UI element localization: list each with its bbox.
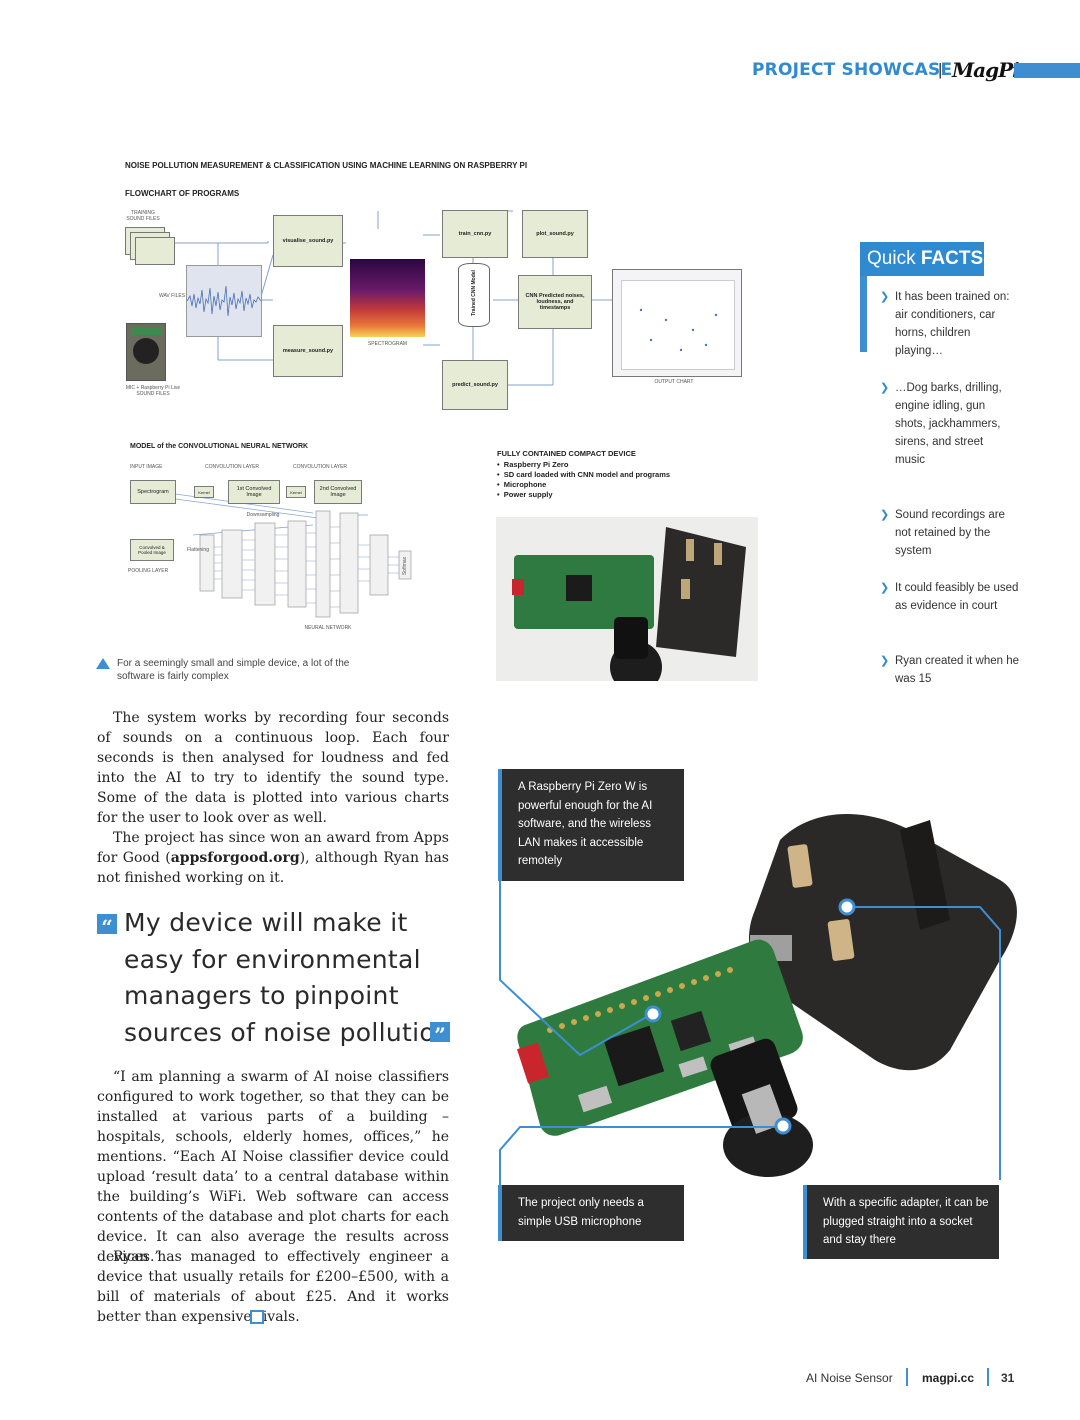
cnn-heading: MODEL of the CONVOLUTIONAL NEURAL NETWOR… [130, 443, 309, 450]
quick-facts-rule [860, 242, 867, 352]
body-paragraph: The project has since won an award from … [97, 830, 449, 886]
page-footer: AI Noise Sensor magpi.cc 31 [0, 1368, 1080, 1388]
chevron-right-icon: ❯ [880, 582, 890, 594]
waveform-image [186, 265, 262, 337]
conv-image-1-box: 1st Convolved Image [228, 480, 280, 504]
body-paragraph: Ryan has managed to effectively engineer… [97, 1249, 449, 1325]
trained-model-cylinder: Trained CNN Model [458, 263, 490, 327]
predict-sound-box: predict_sound.py [442, 360, 508, 410]
chevron-right-icon: ❯ [880, 382, 890, 394]
kernel-box-1: Kernel [194, 486, 214, 498]
spectrogram-image [350, 259, 425, 337]
softmax-label: Softmax [402, 556, 408, 576]
footer-title: AI Noise Sensor [806, 1371, 893, 1385]
device-photo-large [499, 813, 1017, 1200]
device-list-item: • Raspberry Pi Zero [497, 460, 569, 469]
quick-facts-title: Quick FACTS [860, 242, 984, 276]
output-chart-photo [612, 269, 742, 377]
callout-pi-zero: A Raspberry Pi Zero W is powerful enough… [498, 769, 684, 881]
device-heading: FULLY CONTAINED COMPACT DEVICE [497, 449, 636, 458]
trained-model-label: Trained CNN Model [471, 270, 477, 316]
device-list: • Raspberry Pi Zero • SD card loaded wit… [497, 460, 670, 500]
mic-photo [126, 323, 166, 381]
pooling-layer-label: POOLING LAYER [128, 568, 169, 574]
footer-separator [906, 1368, 908, 1386]
mic-label: MIC + Raspberry Pi Live SOUND FILES [125, 385, 181, 397]
quick-fact-item: ❯ …Dog barks, drilling, engine idling, g… [880, 379, 1010, 469]
footer-site-link[interactable]: magpi.cc [922, 1371, 975, 1385]
caption-triangle-icon [96, 658, 110, 669]
flowchart-heading: FLOWCHART OF PROGRAMS [125, 189, 240, 198]
device-list-item: • Power supply [497, 490, 553, 499]
page-number: 31 [1001, 1371, 1015, 1385]
device-list-item: • SD card loaded with CNN model and prog… [497, 470, 671, 479]
header-accent-bar [1014, 63, 1080, 78]
body-paragraph: “I am planning a swarm of AI noise class… [97, 1069, 449, 1265]
wav-files-label: WAV FILES [158, 293, 186, 299]
output-chart-label: OUTPUT CHART [654, 379, 694, 385]
quick-fact-item: ❯ Ryan created it when he was 15 [880, 652, 1020, 688]
kernel-box-2: Kernel [286, 486, 306, 498]
flowchart-figure: NOISE POLLUTION MEASUREMENT & CLASSIFICA… [118, 155, 758, 693]
end-mark-icon [250, 1310, 264, 1324]
flattening-label: Flattening [187, 547, 209, 553]
quick-fact-item: ❯ Sound recordings are not retained by t… [880, 506, 1020, 560]
downsampling-label: Downsampling [246, 512, 280, 518]
figure-title: NOISE POLLUTION MEASUREMENT & CLASSIFICA… [125, 161, 528, 170]
device-photo-small [496, 517, 758, 693]
figure-caption: For a seemingly small and simple device,… [117, 658, 350, 682]
conv-layer-label-1: CONVOLUTION LAYER [204, 464, 260, 470]
body-paragraph: The system works by recording four secon… [97, 710, 449, 826]
neural-network-label: NEURAL NETWORK [304, 625, 352, 631]
open-quote-icon: “ [97, 914, 117, 939]
chevron-right-icon: ❯ [880, 509, 890, 521]
input-image-label: INPUT IMAGE [130, 464, 163, 470]
cnn-predicted-box: CNN Predicted noises, loudness, and time… [518, 275, 592, 329]
train-cnn-box: train_cnn.py [442, 210, 508, 258]
header-separator: | [938, 60, 943, 79]
plot-sound-box: plot_sound.py [522, 210, 588, 258]
training-files-label: TRAINING SOUND FILES [126, 210, 160, 222]
footer-separator [987, 1368, 989, 1386]
file-stack-front [135, 237, 175, 265]
callout-microphone: The project only needs a simple USB micr… [498, 1185, 684, 1241]
quick-fact-item: ❯ It has been trained on: air conditione… [880, 288, 1020, 360]
conv-image-2-box: 2nd Convolved Image [314, 480, 362, 504]
spectrogram-label: SPECTROGRAM [367, 341, 408, 347]
pooled-image-box: Convolved & Pooled Image [130, 539, 174, 561]
visualise-sound-box: visualise_sound.py [273, 215, 343, 267]
measure-sound-box: measure_sound.py [273, 325, 343, 377]
cnn-spectrogram-box: Spectrogram [130, 480, 176, 504]
quick-fact-item: ❯ It could feasibly be used as evidence … [880, 579, 1020, 615]
section-title: PROJECT SHOWCASE [752, 60, 953, 80]
apps-for-good-link[interactable]: appsforgood.org [170, 850, 300, 866]
conv-layer-label-2: CONVOLUTION LAYER [292, 464, 348, 470]
pull-quote-text: My device will make it easy for environm… [124, 908, 452, 1047]
magpi-logo: MagPi [952, 58, 1020, 82]
chevron-right-icon: ❯ [880, 291, 890, 303]
device-list-item: • Microphone [497, 480, 547, 489]
callout-adapter: With a specific adapter, it can be plugg… [803, 1185, 999, 1259]
close-quote-icon: ” [430, 1022, 450, 1047]
chevron-right-icon: ❯ [880, 655, 890, 667]
